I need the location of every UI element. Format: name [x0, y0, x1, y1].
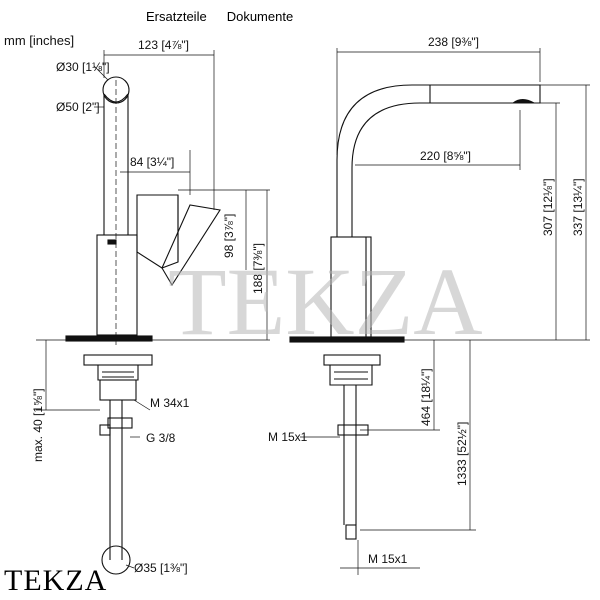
dim-123: 123 [4⅞"]	[138, 38, 189, 52]
dim-dia-35: Ø35 [1⅜"]	[134, 561, 188, 575]
brand-logo: TEKZA	[4, 564, 108, 597]
dim-464: 464 [18¼"]	[419, 368, 433, 426]
dim-98: 98 [3⅞"]	[222, 214, 236, 258]
dim-dia-30: Ø30 [1⅛"]	[56, 60, 110, 74]
dim-84: 84 [3¼"]	[130, 155, 174, 169]
dim-dia-50: Ø50 [2"]	[56, 100, 100, 114]
right-mount	[323, 354, 381, 540]
dim-m15-b: M 15x1	[368, 552, 408, 566]
dim-307: 307 [12⅛"]	[541, 178, 555, 236]
watermark-text: TEKZA	[168, 248, 483, 355]
dim-m34: M 34x1	[150, 396, 190, 410]
dim-g38: G 3/8	[146, 431, 176, 445]
dim-m15-a: M 15x1	[268, 430, 308, 444]
left-dimension-lines	[36, 50, 270, 569]
document-tabs: Ersatzteile Dokumente	[146, 9, 293, 24]
tab-dokumente[interactable]: Dokumente	[226, 9, 294, 24]
left-base-plate	[65, 335, 153, 342]
right-base-plate	[289, 336, 405, 343]
dim-238: 238 [9⅜"]	[428, 35, 479, 49]
right-dimension-lines	[300, 48, 590, 575]
dim-220: 220 [8⅝"]	[420, 149, 471, 163]
dim-max-40: max. 40 [1⅝"]	[31, 388, 45, 462]
tab-ersatzteile[interactable]: Ersatzteile	[146, 9, 207, 24]
left-body	[96, 194, 221, 336]
units-label: mm [inches]	[4, 33, 75, 48]
dim-188: 188 [7⅜"]	[251, 243, 265, 294]
dim-1333: 1333 [52½"]	[455, 422, 469, 486]
dim-337: 337 [13¼"]	[571, 178, 585, 236]
left-spout-tube	[103, 80, 129, 345]
left-mount	[83, 354, 153, 575]
